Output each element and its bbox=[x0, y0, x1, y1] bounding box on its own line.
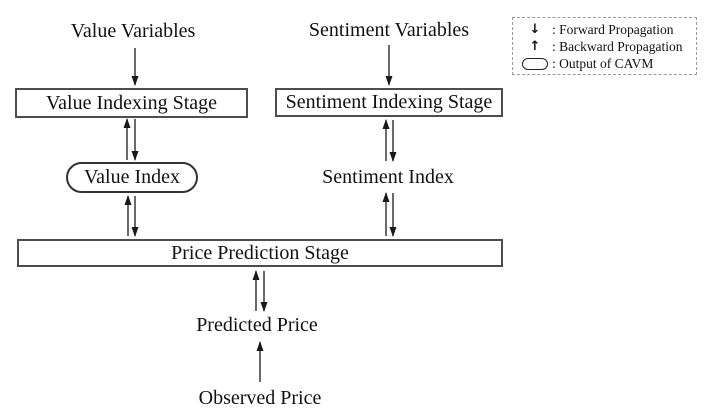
node-predicted-price: Predicted Price bbox=[196, 314, 318, 336]
output-stadium-icon bbox=[522, 57, 548, 70]
legend-row-forward: ↓ : Forward Propagation bbox=[518, 21, 696, 38]
legend-row-backward: ↑ : Backward Propagation bbox=[518, 38, 696, 55]
price-prediction-stage-label: Price Prediction Stage bbox=[171, 241, 349, 264]
legend-row-output: : Output of CAVM bbox=[518, 55, 696, 72]
node-value-index: Value Index bbox=[66, 162, 198, 193]
legend: ↓ : Forward Propagation ↑ : Backward Pro… bbox=[512, 17, 697, 75]
node-value-variables: Value Variables bbox=[70, 20, 196, 42]
forward-propagation-arrow-icon: ↓ bbox=[529, 22, 541, 37]
node-value-indexing-stage: Value Indexing Stage bbox=[15, 88, 248, 118]
backward-propagation-arrow-icon: ↑ bbox=[529, 39, 541, 54]
value-indexing-stage-label: Value Indexing Stage bbox=[45, 91, 218, 114]
sentiment-indexing-stage-label: Sentiment Indexing Stage bbox=[285, 91, 493, 113]
node-observed-price: Observed Price bbox=[198, 387, 322, 409]
forward-propagation-label: : Forward Propagation bbox=[552, 21, 674, 37]
node-sentiment-index: Sentiment Index bbox=[322, 166, 454, 188]
output-shape-wrap bbox=[518, 57, 552, 70]
backward-propagation-label: : Backward Propagation bbox=[552, 38, 683, 54]
node-sentiment-indexing-stage: Sentiment Indexing Stage bbox=[275, 88, 503, 117]
node-price-prediction-stage: Price Prediction Stage bbox=[17, 239, 503, 267]
output-of-cavm-label: : Output of CAVM bbox=[552, 55, 654, 71]
node-sentiment-variables: Sentiment Variables bbox=[308, 19, 470, 41]
value-index-label: Value Index bbox=[83, 166, 181, 188]
